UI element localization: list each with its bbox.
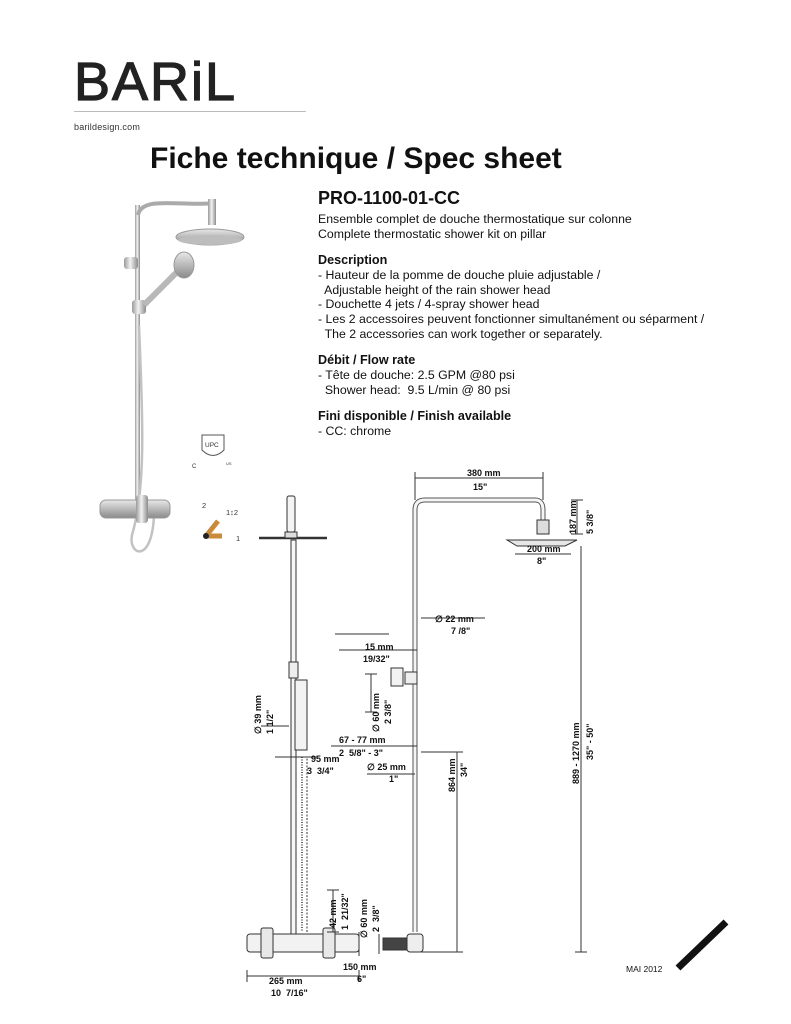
csa-c: C bbox=[192, 464, 197, 470]
description-line: - Douchette 4 jets / 4-spray shower head bbox=[318, 297, 540, 312]
dim-height-range-mm: 889 - 1270 mm bbox=[571, 722, 581, 784]
dim-head-dia-mm: 200 mm bbox=[527, 544, 561, 554]
dim-spray-mm: 95 mm bbox=[311, 754, 340, 764]
publication-date: MAI 2012 bbox=[626, 964, 663, 974]
csa-us: US bbox=[226, 461, 232, 466]
dim-offset-in: 2 5/8" - 3" bbox=[339, 748, 383, 758]
front-view-labels: ∅ 39 mm 1 1/2" 95 mm 3 3/4" 42 mm 1 21/3… bbox=[253, 695, 350, 998]
shower-column bbox=[99, 199, 245, 553]
brand-name: BARiL bbox=[74, 52, 237, 108]
dim-head-drop-mm: 187 mm bbox=[568, 500, 578, 534]
page-title: Fiche technique / Spec sheet bbox=[150, 142, 562, 175]
handle-rotation-diagram: 2 1↕2 1 bbox=[202, 501, 240, 543]
side-view bbox=[331, 472, 587, 956]
side-view-labels: 380 mm 15" 187 mm 5 3/8" 200 mm 8" ∅ 22 … bbox=[339, 468, 595, 984]
dim-pipe-mm: ∅ 22 mm bbox=[435, 614, 474, 624]
dim-valve-h-in: 1 21/32" bbox=[340, 893, 350, 930]
corner-mark bbox=[675, 919, 729, 971]
model-number: PRO-1100-01-CC bbox=[318, 188, 461, 208]
description-line: - Les 2 accessoires peuvent fonctionner … bbox=[318, 311, 705, 326]
dim-valve-width-mm: 265 mm bbox=[269, 976, 303, 986]
dim-bracket-mm: ∅ 60 mm bbox=[371, 693, 381, 732]
finish-heading: Fini disponible / Finish available bbox=[318, 409, 512, 424]
handle-pos-1: 1 bbox=[236, 534, 240, 543]
dim-handle-dia-mm: ∅ 39 mm bbox=[253, 695, 263, 734]
dim-spray-in: 3 3/4" bbox=[307, 766, 334, 776]
upc-certification-icon: UPC C US bbox=[192, 434, 232, 470]
product-desc-fr: Ensemble complet de douche thermostatiqu… bbox=[318, 212, 632, 226]
baril-logo: BARiL bbox=[74, 52, 237, 108]
description-heading: Description bbox=[318, 253, 388, 268]
technical-drawing: ∅ 39 mm 1 1/2" 95 mm 3 3/4" 42 mm 1 21/3… bbox=[246, 468, 595, 998]
logo-divider bbox=[74, 111, 306, 112]
dim-bottom-pipe-mm: ∅ 25 mm bbox=[367, 762, 406, 772]
dim-valve-dia-mm: ∅ 60 mm bbox=[359, 899, 369, 938]
dim-holder-in: 19/32" bbox=[363, 654, 390, 664]
dim-head-dia-in: 8" bbox=[537, 556, 546, 566]
front-view bbox=[246, 495, 360, 982]
flow-line: Shower head: 9.5 L/min @ 80 psi bbox=[318, 382, 511, 397]
dim-top-width-in: 15" bbox=[473, 482, 487, 492]
dim-height-range-in: 35" - 50" bbox=[585, 723, 595, 760]
dim-bottom-pipe-in: 1" bbox=[389, 774, 398, 784]
flow-heading: Débit / Flow rate bbox=[318, 353, 416, 368]
dim-head-drop-in: 5 3/8" bbox=[585, 510, 595, 534]
dim-offset-mm: 67 - 77 mm bbox=[339, 735, 386, 745]
dim-handle-dia-in: 1 1/2" bbox=[265, 710, 275, 734]
dim-height-low-in: 34" bbox=[459, 763, 469, 777]
dim-holder-mm: 15 mm bbox=[365, 642, 394, 652]
dim-valve-width-in: 10 7/16" bbox=[271, 988, 308, 998]
description-line: The 2 accessories can work together or s… bbox=[318, 326, 603, 341]
dim-pipe-in: 7 /8" bbox=[451, 626, 470, 636]
description-line: Adjustable height of the rain shower hea… bbox=[318, 282, 551, 297]
dim-height-low-mm: 864 mm bbox=[447, 758, 457, 792]
handle-pos-2: 2 bbox=[202, 501, 206, 510]
finish-line: - CC: chrome bbox=[318, 424, 392, 439]
handle-pos-12: 1↕2 bbox=[226, 508, 238, 517]
dim-valve-dia-in: 2 3/8" bbox=[371, 905, 381, 932]
brand-website: barildesign.com bbox=[74, 122, 141, 132]
product-desc-en: Complete thermostatic shower kit on pill… bbox=[318, 226, 547, 241]
product-info: PRO-1100-01-CC Ensemble complet de douch… bbox=[318, 188, 758, 439]
flow-line: - Tête de douche: 2.5 GPM @80 psi bbox=[318, 368, 515, 383]
product-photo: UPC C US 2 1↕2 1 bbox=[99, 199, 245, 553]
dim-valve-depth-mm: 150 mm bbox=[343, 962, 377, 972]
upc-mark: UPC bbox=[205, 442, 219, 449]
dim-top-width-mm: 380 mm bbox=[467, 468, 501, 478]
dim-valve-h-mm: 42 mm bbox=[328, 899, 338, 928]
dim-valve-depth-in: 6" bbox=[357, 974, 366, 984]
description-line: - Hauteur de la pomme de douche pluie ad… bbox=[318, 268, 601, 283]
dim-bracket-in: 2 3/8" bbox=[383, 700, 393, 724]
